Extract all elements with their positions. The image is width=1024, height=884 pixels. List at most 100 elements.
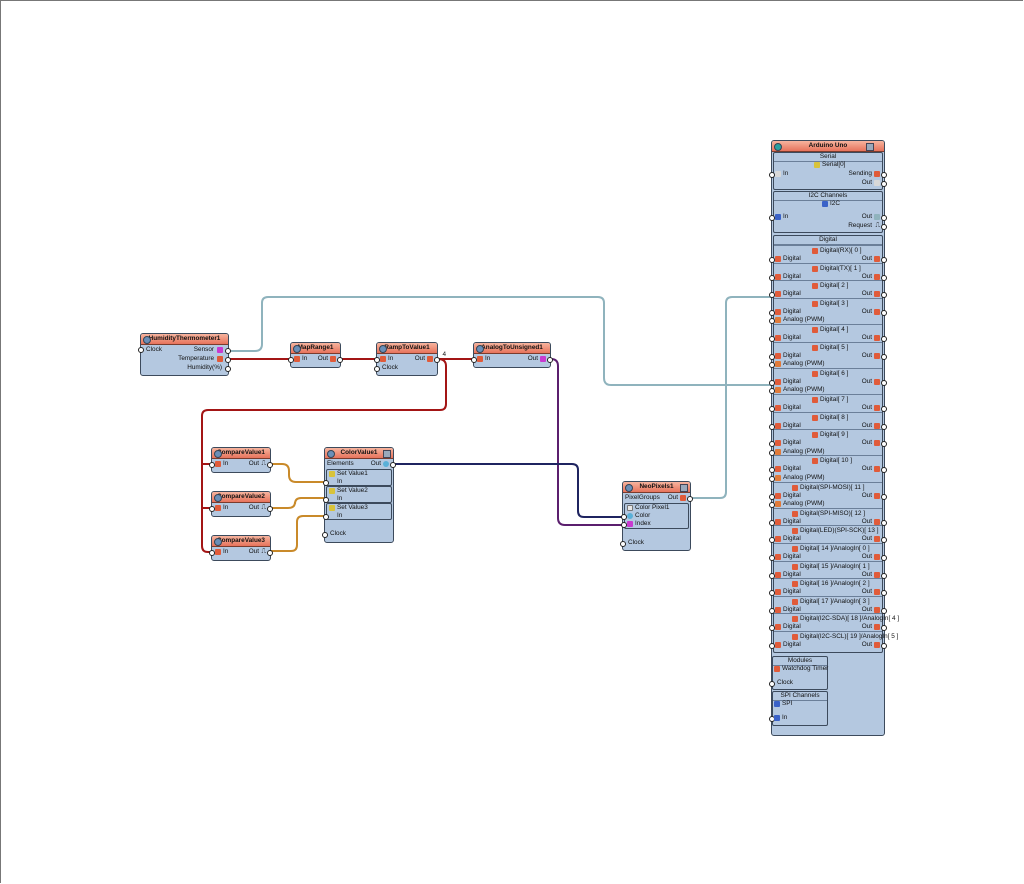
out-pin[interactable] [434,357,440,363]
out-pin[interactable] [881,215,887,221]
out-pin[interactable] [881,257,887,263]
wire-cmp3-set3[interactable] [271,515,325,552]
digital-in-pin[interactable] [769,309,775,316]
digital-in-pin[interactable] [769,625,775,632]
component-header[interactable]: Arduino Uno [772,141,884,152]
set-value-2-element[interactable]: Set Value2 In [323,486,392,503]
out-pin[interactable] [881,643,887,649]
wrench-icon[interactable] [866,143,874,151]
in-pin[interactable] [288,357,294,363]
analog-in-pin[interactable] [769,388,775,395]
clock-pin[interactable] [769,681,775,687]
wire-color-neopixel[interactable] [394,463,622,518]
out-pin[interactable] [881,441,887,448]
spi-section[interactable]: SPI Channels SPI In [769,691,828,726]
component-header[interactable]: CompareValue2 [212,492,270,503]
out-pin[interactable] [881,406,887,412]
analog-in-pin[interactable] [769,318,775,325]
set-value-1-element[interactable]: Set Value1 In [323,469,392,486]
out-pin[interactable] [881,607,887,614]
digital-in-pin[interactable] [769,423,775,430]
modules-section[interactable]: Modules Watchdog Timer Clock [769,656,828,690]
out-pin[interactable] [881,572,887,579]
arduino-uno-component[interactable]: Arduino Uno Serial Serial[0] In Sending … [769,140,899,736]
compare-value-1-component[interactable]: CompareValue1 In Out ⎍ [209,447,273,473]
digital-in-pin[interactable] [769,406,775,412]
sending-pin[interactable] [881,172,887,178]
digital-in-pin[interactable] [769,590,775,597]
out-pin[interactable] [881,336,887,342]
analog-to-unsigned-component[interactable]: AnalogToUnsigned1 In Out [471,342,553,368]
component-header[interactable]: NeoPixels1 [623,482,690,493]
wire-sensor-digital6[interactable] [229,296,771,386]
wire-neopixels-digital2[interactable] [690,296,771,499]
in-pin[interactable] [471,357,477,363]
out-pin[interactable] [881,292,887,299]
digital-in-pin[interactable] [769,607,775,614]
digital-in-pin[interactable] [769,274,775,281]
digital-in-pin[interactable] [769,292,775,299]
wire-analog-index[interactable] [550,358,622,526]
digital-in-pin[interactable] [769,519,775,526]
maprange-component[interactable]: MapRange1 In Out [288,342,343,368]
component-header[interactable]: MapRange1 [291,343,340,354]
in-pin[interactable] [374,357,380,363]
out-pin[interactable] [547,357,553,363]
in-pin[interactable] [323,480,329,486]
digital-in-pin[interactable] [769,537,775,544]
digital-in-pin[interactable] [769,336,775,342]
wrench-icon[interactable] [680,484,688,492]
digital-in-pin[interactable] [769,493,775,500]
clock-pin[interactable] [322,532,328,538]
in-pin[interactable] [323,514,329,520]
out-pin[interactable] [337,357,343,363]
i2c-section[interactable]: I2C Channels I2C In Out Request ⎍ [769,191,887,233]
digital-pin-block[interactable]: Digital(I2C-SDA)[ 18 ]/AnalogIn[ 4 ]Digi… [769,613,899,632]
in-pin[interactable] [769,215,775,221]
out-pin[interactable] [881,309,887,316]
component-header[interactable]: CompareValue3 [212,536,270,547]
clock-pin[interactable] [374,366,380,372]
serial-section[interactable]: Serial Serial[0] In Sending Out [769,152,887,190]
wire-cmp2-set2[interactable] [271,497,325,509]
analog-in-pin[interactable] [769,362,775,369]
out-pin[interactable] [881,519,887,526]
ramp-to-value-component[interactable]: RampToValue1 In Out 4 Clock [374,342,446,376]
set-value-3-element[interactable]: Set Value3 In [323,503,392,520]
out-pin[interactable] [267,506,273,512]
out-pin[interactable] [881,423,887,430]
digital-in-pin[interactable] [769,555,775,561]
out-pin[interactable] [881,625,887,632]
digital-in-pin[interactable] [769,643,775,649]
sensor-pin[interactable] [225,348,231,354]
analog-in-pin[interactable] [769,475,775,482]
index-pin[interactable] [621,522,627,528]
compare-value-3-component[interactable]: CompareValue3 In Out ⎍ [209,535,273,561]
in-pin[interactable] [323,497,329,503]
out-pin[interactable] [881,181,887,187]
out-pin[interactable] [390,462,396,468]
out-pin[interactable] [267,550,273,556]
wrench-icon[interactable] [383,450,391,458]
digital-in-pin[interactable] [769,572,775,579]
digital-pin-block[interactable]: Digital(I2C-SCL)[ 19 ]/AnalogIn[ 5 ]Digi… [769,631,898,650]
humidity-thermometer-component[interactable]: HumidityThermometer1 Clock Sensor Temper… [138,333,231,376]
wire-cmp1-set1[interactable] [271,463,325,483]
component-header[interactable]: HumidityThermometer1 [141,334,228,345]
component-header[interactable]: AnalogToUnsigned1 [474,343,550,354]
out-pin[interactable] [881,467,887,474]
color-pin[interactable] [621,514,627,520]
